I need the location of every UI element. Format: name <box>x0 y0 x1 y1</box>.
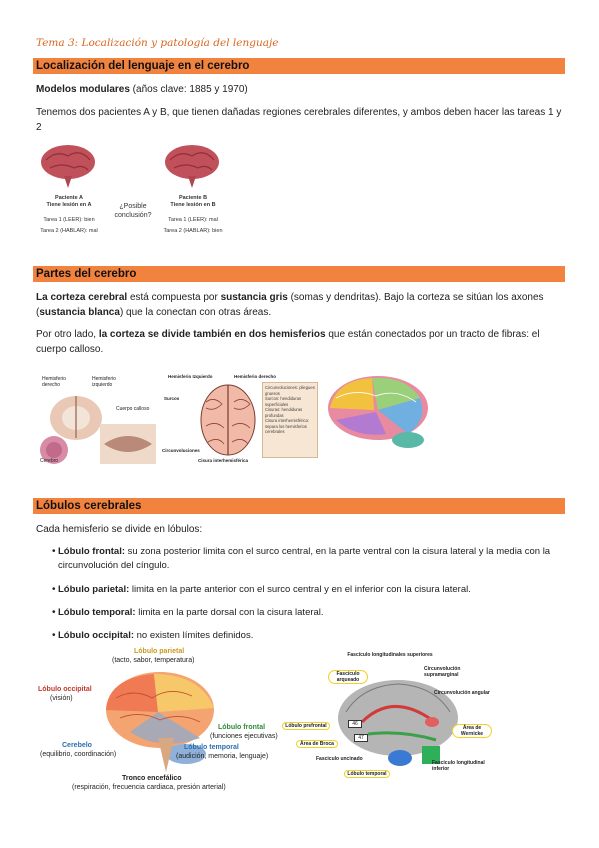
bullet-parietal-text: limita en la parte anterior con el surco… <box>129 584 471 595</box>
section-heading-localizacion: Localización del lenguaje en el cerebro <box>33 58 565 74</box>
section-heading-partes: Partes del cerebro <box>33 266 565 282</box>
label-cs: Circunvolución supramarginal <box>424 666 461 678</box>
brain-top-icon <box>200 384 256 456</box>
top-view-figure: Hemisferio Izquierdo Hemisferio derecho … <box>162 374 320 464</box>
question-label: ¿Posible conclusión? <box>114 203 152 219</box>
label-frontal: Lóbulo frontal <box>218 724 266 731</box>
lobulos-intro: Cada hemisferio se divide en lóbulos: <box>36 524 203 535</box>
corteza-bold: La corteza cerebral <box>36 292 128 303</box>
tracts-figure: Fascículo longitudinales superiores Fasc… <box>282 652 494 794</box>
label-surcos: Surcos <box>164 396 180 401</box>
label-ca: Circunvolución angular <box>434 690 490 696</box>
brain-b-icon <box>165 145 219 188</box>
brain-section-icon <box>40 396 156 464</box>
hemisferios-text-2: que están conectados por un tracto de fi… <box>36 329 540 355</box>
section-heading-lobulos: Lóbulos cerebrales <box>33 498 565 514</box>
label-ab: Área de Broca <box>296 740 338 748</box>
bullet-temporal-text: limita en la parte dorsal con la cisura … <box>135 607 324 618</box>
hemisferios-paragraph: Por otro lado, la corteza se divide tamb… <box>36 327 566 357</box>
tracts-brain-icon <box>338 680 458 766</box>
modelos-rest: (años clave: 1885 y 1970) <box>129 84 248 95</box>
lobes-figure: Lóbulo parietal (tacto, sabor, temperatu… <box>36 648 286 798</box>
document-title: Tema 3: Localización y patología del len… <box>36 37 279 49</box>
patient-b-sub: Tiene lesión en B <box>170 202 216 208</box>
label-fa: Fascículo arqueado <box>328 670 368 684</box>
label-hem-der: Hemisferio derecho <box>234 374 277 379</box>
label-lt: Lóbulo temporal <box>344 770 390 778</box>
label-temporal-sub: (audición, memoria, lenguaje) <box>176 753 269 760</box>
patient-b-task2: Tarea 2 (HABLAR): bien <box>163 228 223 234</box>
bullet-parietal: Lóbulo parietal: limita en la parte ante… <box>52 583 563 597</box>
colored-brain-lateral-icon <box>328 376 428 448</box>
label-cerebelo-sub: (equilibrio, coordinación) <box>40 751 117 758</box>
label-hem-izq: Hemisferio Izquierdo <box>168 374 213 379</box>
patient-b-task1: Tarea 1 (LEER): mal <box>168 217 218 223</box>
bullet-occipital: Lóbulo occipital: no existen límites def… <box>52 629 563 643</box>
label-lp: Lóbulo prefrontal <box>282 722 330 730</box>
corteza-text-2: (somas y dendritas). Bajo la corteza se … <box>36 292 544 318</box>
brain-a-icon <box>41 145 95 188</box>
bullet-frontal: Lóbulo frontal: su zona posterior limita… <box>52 545 563 573</box>
patient-a-sub: Tiene lesión en A <box>46 202 92 208</box>
label-cerebro: Cerebro <box>40 458 59 464</box>
label-circ: Circunvoluciones <box>162 448 200 453</box>
pacientes-paragraph: Tenemos dos pacientes A y B, que tienen … <box>36 107 562 133</box>
bullet-frontal-label: Lóbulo frontal: <box>58 546 126 557</box>
patient-a-label: Paciente A <box>55 195 83 201</box>
corteza-text-3: ) que la conectan con otras áreas. <box>119 307 272 318</box>
patient-b-label: Paciente B <box>178 195 208 201</box>
label-frontal-sub: (funciones ejecutivas) <box>210 733 278 740</box>
hemisferios-bold: la corteza se divide también en dos hemi… <box>98 329 326 340</box>
label-aw: Área de Wernicke <box>452 724 492 738</box>
hemisferios-text-1: Por otro lado, <box>36 329 99 340</box>
bullet-temporal: Lóbulo temporal: limita en la parte dors… <box>52 606 563 620</box>
label-occipital-sub: (visión) <box>50 695 73 702</box>
label-fli: Fascículo longitudinal inferior <box>432 760 485 772</box>
label-fls: Fascículo longitudinales superiores <box>347 652 433 658</box>
patient-a-task2: Tarea 2 (HABLAR): mal <box>40 228 98 234</box>
sustancia-blanca-bold: sustancia blanca <box>39 307 120 318</box>
modelos-bold: Modelos modulares <box>36 84 130 95</box>
label-occipital: Lóbulo occipital <box>38 686 92 693</box>
hemispheres-figure: Hemisferio derecho Hemisferio izquierdo … <box>38 376 158 466</box>
corteza-paragraph: La corteza cerebral está compuesta por s… <box>36 290 566 320</box>
lobes-brain-icon <box>106 672 214 772</box>
bullet-parietal-label: Lóbulo parietal: <box>58 584 130 595</box>
bullet-occipital-label: Lóbulo occipital: <box>58 630 134 641</box>
sustancia-gris-bold: sustancia gris <box>220 292 288 303</box>
bullet-frontal-text: su zona posterior limita con el surco ce… <box>58 546 551 571</box>
label-cisura: Cisura interhemisférica <box>198 458 249 463</box>
bullet-occipital-text: no existen límites definidos. <box>134 630 254 641</box>
label-tronco-sub: (respiración, frecuencia cardiaca, presi… <box>72 784 226 791</box>
brain-legend-box: Circunvoluciones: pliegues gruesos Surco… <box>262 382 318 458</box>
label-47: 47 <box>354 734 368 742</box>
label-hd: Hemisferio derecho <box>42 376 66 388</box>
label-temporal: Lóbulo temporal <box>184 744 239 751</box>
bullet-temporal-label: Lóbulo temporal: <box>58 607 136 618</box>
modelos-paragraph: Modelos modulares (años clave: 1885 y 19… <box>36 82 566 97</box>
label-hi: Hemisferio izquierdo <box>92 376 116 388</box>
patients-figure: Paciente A Tiene lesión en A Tarea 1 (LE… <box>36 140 223 240</box>
label-fu: Fasciculo uncinado <box>316 756 363 762</box>
label-46: 46 <box>348 720 362 728</box>
label-cc: Cuerpo calloso <box>116 406 150 412</box>
patient-a-task1: Tarea 1 (LEER): bien <box>43 217 95 223</box>
corteza-text-1: está compuesta por <box>127 292 221 303</box>
label-parietal-sub: (tacto, sabor, temperatura) <box>112 657 195 664</box>
label-tronco: Tronco encefálico <box>122 775 182 782</box>
label-parietal: Lóbulo parietal <box>134 648 185 655</box>
label-cerebelo: Cerebelo <box>62 742 92 749</box>
